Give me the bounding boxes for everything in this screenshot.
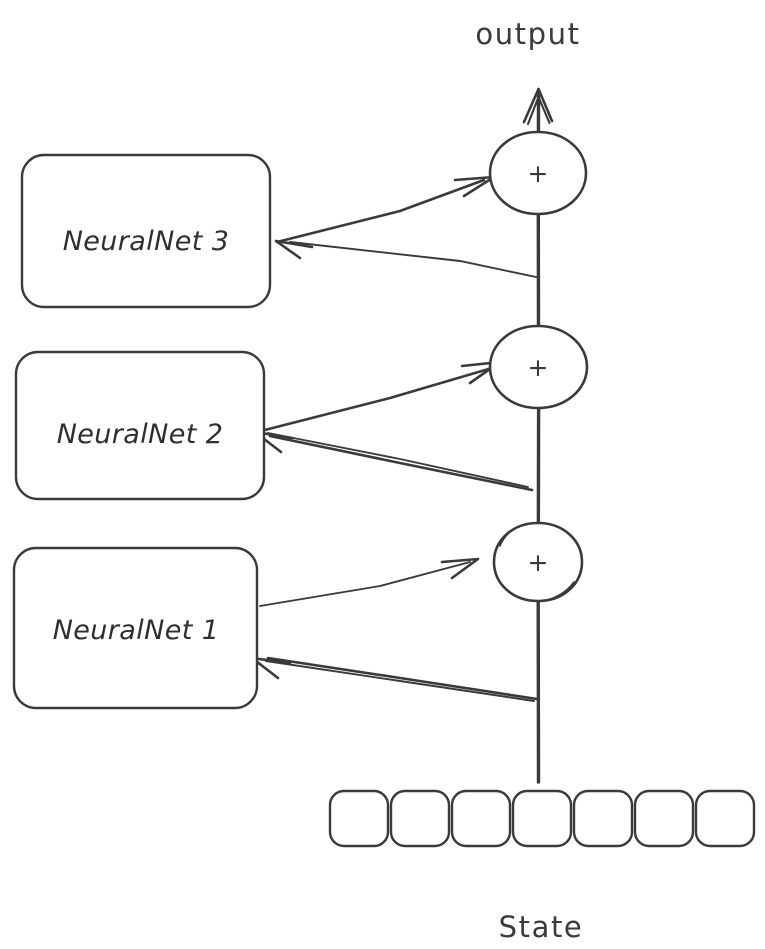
state-cell[interactable]: [572, 789, 634, 848]
sum-node-1-plus: +: [528, 548, 549, 577]
state-cell[interactable]: [328, 789, 390, 848]
state-cell[interactable]: [389, 789, 451, 848]
state-cell[interactable]: [511, 789, 573, 848]
state-cell[interactable]: [694, 789, 756, 848]
output-label: output: [475, 17, 580, 51]
sum-node-1-sketch-overstroke: [499, 522, 532, 547]
sum-node-3-plus: +: [528, 159, 549, 188]
block-neuralnet-3-rect: [20, 153, 272, 309]
output-arrow-icon: [522, 87, 554, 126]
edge-trunk-to-nn1: [266, 656, 539, 701]
sum-node-1[interactable]: +: [492, 521, 584, 603]
sum-node-2-circle: [488, 324, 589, 410]
block-neuralnet-1-label: NeuralNet 1: [53, 615, 220, 646]
state-cell[interactable]: [450, 789, 512, 848]
edge-nn3-to-sum3: [275, 178, 486, 244]
edge-trunk-to-nn3: [289, 241, 537, 278]
state-vector: [328, 789, 756, 848]
block-neuralnet-1-rect: [12, 546, 259, 710]
block-neuralnet-2-rect: [14, 350, 266, 501]
edges-nn1: [250, 557, 539, 702]
edge-trunk-to-nn2: [268, 434, 534, 492]
edge-nn2-to-sum2: [255, 366, 494, 434]
block-neuralnet-2[interactable]: NeuralNet 2: [14, 350, 266, 501]
block-neuralnet-2-label: NeuralNet 2: [57, 419, 224, 450]
block-neuralnet-3-label: NeuralNet 3: [63, 226, 230, 257]
arrowhead-into-sum3: [453, 175, 496, 198]
sum-node-3[interactable]: +: [488, 130, 588, 216]
edges-nn2: [253, 360, 534, 492]
block-neuralnet-3[interactable]: NeuralNet 3: [20, 153, 272, 309]
state-label: State: [499, 910, 584, 944]
arrowhead-into-sum1: [440, 557, 480, 580]
sum-node-1-sketch-overstroke-2: [540, 581, 575, 602]
edge-nn1-to-sum1: [259, 561, 471, 607]
block-neuralnet-1[interactable]: NeuralNet 1: [12, 546, 259, 710]
sum-node-2-plus: +: [528, 353, 549, 382]
sum-node-2[interactable]: +: [488, 324, 589, 410]
sum-node-3-circle: [488, 130, 588, 216]
sum-node-1-circle: [492, 521, 584, 603]
state-cell[interactable]: [633, 789, 695, 848]
edges-nn3: [274, 175, 537, 278]
